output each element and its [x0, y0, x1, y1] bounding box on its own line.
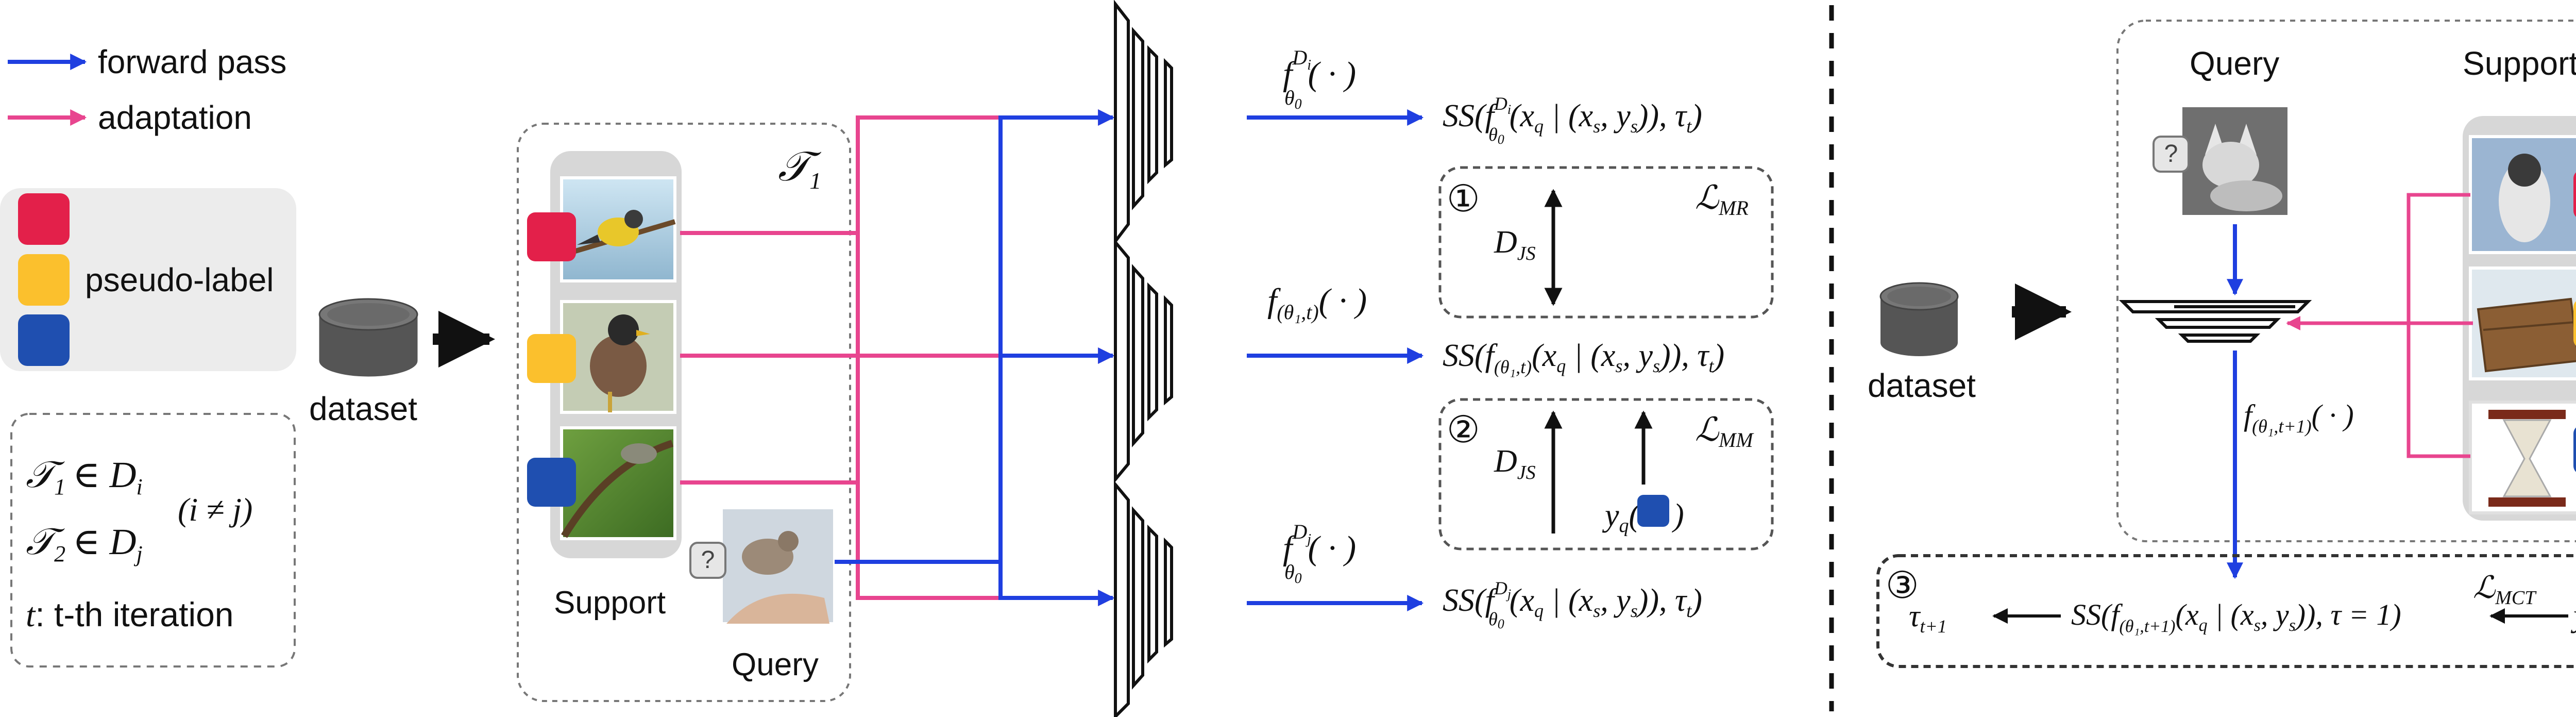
- svg-text:𝒯1∈ Di: 𝒯1∈ Di: [26, 454, 143, 499]
- support-image-hourglass: [2469, 401, 2576, 514]
- box1-number: ①: [1447, 178, 1480, 220]
- support-label-yellow-right: [2573, 301, 2576, 346]
- svg-text:ℒMM: ℒMM: [1695, 411, 1754, 452]
- svg-text:𝒯2∈ Dj: 𝒯2∈ Dj: [26, 521, 143, 566]
- routing-lines: [680, 109, 1115, 606]
- djs-label-2: D: [1494, 444, 1517, 479]
- index-condition: (i ≠ j): [178, 491, 252, 528]
- djs-label-1: D: [1494, 225, 1517, 260]
- blue-label-swatch: [18, 314, 70, 366]
- support-image-bird-branch: [560, 426, 676, 540]
- support-label-red: [527, 212, 576, 261]
- query-mark-right: [2153, 136, 2190, 173]
- loss-mm-label: ℒ: [1695, 411, 1720, 448]
- network-stack-middle: [1114, 238, 1173, 484]
- support-label-red-right: [2573, 172, 2576, 217]
- pseudo-label-panel: [0, 188, 296, 371]
- query-label-right: Query: [2190, 45, 2279, 82]
- support-label-right: Support: [2463, 45, 2576, 82]
- dataset-left: dataset: [309, 298, 418, 427]
- loss-box-mm: ② ℒMM DJS yq( ): [1438, 398, 1774, 551]
- network-stack-bottom: [1114, 480, 1173, 717]
- ss-formula-right: SS(f(θ₁,t+1)(xq | (xs, ys)), τ = 1): [2071, 598, 2401, 636]
- svg-text:yq(: yq(: [2570, 598, 2576, 637]
- ss-formula-middle: SS(f(θ₁,t)(xq | (xs, ys)), τt): [1443, 338, 1724, 377]
- svg-text:ℒMR: ℒMR: [1695, 179, 1749, 220]
- notation-box: 𝒯1∈ Di 𝒯2∈ Dj (i ≠ j) t: t-th iteration: [10, 413, 296, 668]
- svg-text:yq(: yq(: [1602, 498, 1641, 537]
- query-label-left: Query: [732, 647, 819, 682]
- svg-text:): ): [1672, 498, 1684, 533]
- adaptation-legend-label: adaptation: [98, 99, 252, 136]
- svg-text:t: t-th iteration: t: t-th iteration: [26, 595, 234, 634]
- svg-text:ℒMCT: ℒMCT: [2473, 571, 2537, 609]
- dataset-label-right: dataset: [1868, 367, 1976, 404]
- model-label-middle: f(θ₁,t)( · ): [1267, 282, 1367, 324]
- dataset-label-left: dataset: [309, 390, 417, 427]
- support-image-crate: [2469, 266, 2576, 380]
- yellow-label-swatch: [18, 254, 70, 306]
- yq-label-right: y: [2570, 598, 2576, 633]
- task1-box: 𝒯1 Support: [517, 123, 851, 702]
- svg-text:f(θ₁,t)( · ): f(θ₁,t)( · ): [1267, 282, 1367, 324]
- svg-text:𝒯1: 𝒯1: [778, 144, 822, 194]
- box2-number: ②: [1447, 409, 1480, 451]
- loss-box-mct: ③ τt+1 SS(f(θ₁,t+1)(xq | (xs, ys)), τ = …: [1876, 554, 2576, 668]
- svg-text:f(θ₁,t+1)( · ): f(θ₁,t+1)( · ): [2244, 398, 2354, 437]
- support-image-bird-myna: [560, 300, 676, 414]
- iteration-label: : t-th iteration: [35, 595, 233, 633]
- yq-label-2: y: [1602, 498, 1619, 533]
- support-label-blue: [527, 458, 576, 507]
- network-stack-right: [2119, 300, 2312, 343]
- svg-text:τt+1: τt+1: [1909, 599, 1947, 637]
- svg-text:DJS: DJS: [1494, 444, 1536, 483]
- loss-box-mr: ① ℒMR DJS: [1438, 166, 1774, 319]
- box3-number: ③: [1886, 565, 1919, 606]
- support-label-blue-right: [2573, 427, 2576, 472]
- red-label-swatch: [18, 193, 70, 245]
- support-label-yellow: [527, 334, 576, 383]
- query-mark-left: [689, 542, 726, 579]
- forward-pass-legend-label: forward pass: [98, 43, 286, 80]
- pseudo-label-text: pseudo-label: [85, 261, 274, 298]
- support-label-left: Support: [554, 585, 666, 621]
- query-image-husky: [2179, 104, 2291, 218]
- loss-mr-label: ℒ: [1695, 179, 1720, 216]
- database-icon-right: [1880, 296, 1958, 356]
- loss-mct-label: ℒ: [2473, 571, 2496, 605]
- task2-box: Query Support 𝒯2 ?: [2116, 20, 2576, 579]
- database-icon: [319, 314, 418, 377]
- legend: forward pass adaptation pseudo-label: [0, 43, 296, 371]
- query-mark-text-left: ?: [701, 546, 715, 574]
- support-image-husky: [2469, 135, 2576, 254]
- tau-next-label: τ: [1909, 599, 1921, 633]
- query-mark-text-right: ?: [2164, 140, 2178, 168]
- support-image-bird-yellow: [560, 176, 676, 282]
- svg-text:DJS: DJS: [1494, 225, 1536, 264]
- network-stack-top: [1114, 0, 1173, 246]
- yq-blue-swatch: [1637, 495, 1669, 527]
- support-adaptation-lines: [2287, 193, 2473, 458]
- dataset-right: dataset: [1868, 282, 1976, 404]
- iteration-symbol: t: [26, 596, 36, 634]
- query-image-left: [720, 506, 836, 625]
